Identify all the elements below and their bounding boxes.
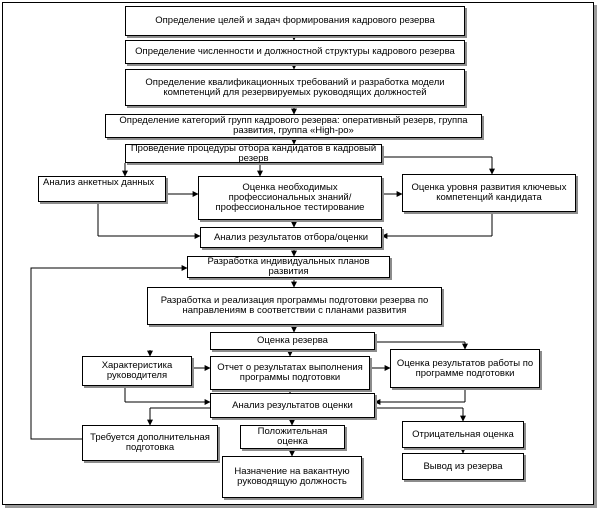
node-categories: Определение категорий групп кадрового ре…	[105, 114, 482, 138]
node-knowledge-test-label: Оценка необходимых профессиональных знан…	[215, 182, 365, 213]
node-extra-training: Требуется дополнительная подготовка	[82, 425, 218, 461]
node-work-results-label: Оценка результатов работы по программе п…	[396, 357, 534, 379]
node-goals-label: Определение целей и задач формирования к…	[155, 15, 435, 26]
node-program-report-label: Отчет о результатах выполнения программы…	[217, 362, 363, 383]
node-headcount-label: Определение численности и должностной ст…	[135, 46, 455, 57]
node-questionnaire-label: Анализ анкетных данных	[43, 177, 155, 188]
node-headcount: Определение численности и должностной ст…	[125, 40, 465, 64]
node-dev-plans: Разработка индивидуальных планов развити…	[187, 256, 390, 278]
node-knowledge-test: Оценка необходимых профессиональных знан…	[198, 176, 382, 220]
node-qualification-label: Определение квалификационных требований …	[145, 76, 445, 98]
node-dev-plans-label: Разработка индивидуальных планов развити…	[207, 256, 370, 277]
arrow-17-10-loop	[30, 265, 188, 440]
node-competency-label: Оценка уровня развития ключевых компетен…	[411, 182, 567, 203]
node-manager-ref-label: Характеристика руководителя	[101, 360, 173, 381]
node-exclusion: Вывод из резерва	[402, 453, 524, 480]
node-work-results: Оценка результатов работы по программе п…	[390, 349, 540, 388]
node-eval-analysis-label: Анализ результатов оценки	[232, 399, 353, 411]
node-extra-training-label: Требуется дополнительная подготовка	[90, 432, 210, 453]
node-reserve-eval: Оценка резерва	[210, 332, 375, 350]
node-manager-ref: Характеристика руководителя	[82, 356, 192, 386]
node-competency: Оценка уровня развития ключевых компетен…	[402, 174, 576, 212]
node-selection-label: Проведение процедуры отбора кандидатов в…	[130, 142, 377, 164]
node-program-report: Отчет о результатах выполнения программы…	[210, 356, 370, 390]
node-selection-analysis: Анализ результатов отбора/оценки	[200, 227, 382, 248]
node-training-program-label: Разработка и реализация программы подгот…	[160, 295, 429, 316]
node-appointment: Назначение на вакантную руководящую долж…	[222, 456, 362, 498]
node-categories-label: Определение категорий групп кадрового ре…	[119, 115, 468, 136]
node-appointment-label: Назначение на вакантную руководящую долж…	[234, 466, 350, 487]
node-negative-eval-label: Отрицательная оценка	[412, 428, 514, 440]
node-selection-analysis-label: Анализ результатов отбора/оценки	[213, 231, 369, 243]
node-qualification: Определение квалификационных требований …	[125, 69, 465, 106]
diagram-frame	[2, 2, 594, 505]
node-negative-eval: Отрицательная оценка	[402, 421, 524, 448]
node-selection: Проведение процедуры отбора кандидатов в…	[125, 142, 382, 164]
node-positive-eval: Положительная оценка	[240, 425, 345, 449]
node-questionnaire: Анализ анкетных данных	[38, 176, 166, 202]
node-reserve-eval-label: Оценка резерва	[257, 335, 328, 346]
node-eval-analysis: Анализ результатов оценки	[210, 393, 375, 418]
node-training-program: Разработка и реализация программы подгот…	[147, 287, 442, 325]
node-exclusion-label: Вывод из резерва	[423, 460, 503, 472]
node-positive-eval-label: Положительная оценка	[257, 426, 328, 447]
node-goals: Определение целей и задач формирования к…	[125, 6, 465, 36]
